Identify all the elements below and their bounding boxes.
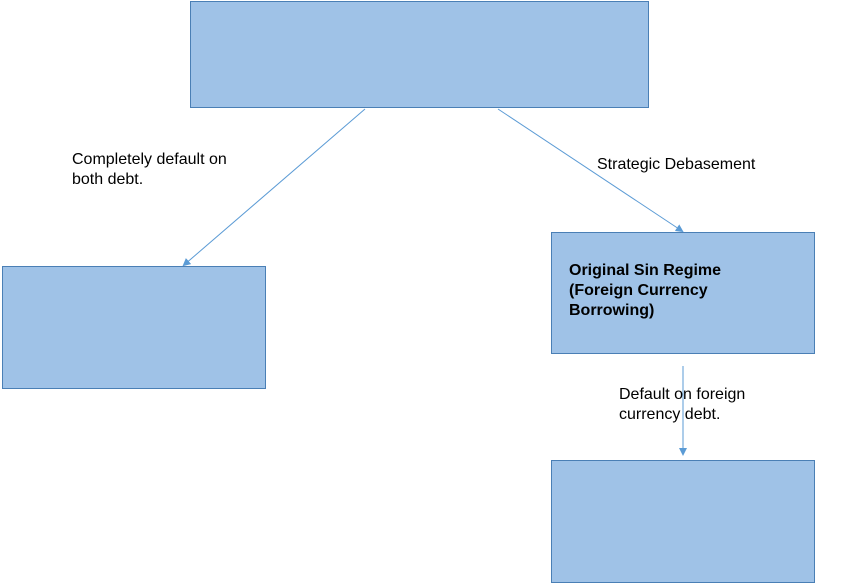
node-left: [2, 266, 266, 389]
edge-label-default-foreign-debt: Default on foreign currency debt.: [619, 386, 746, 423]
edge-label-strategic-debasement: Strategic Debasement: [597, 156, 756, 173]
arrow-top-to-left: [182, 108, 366, 267]
node-original-sin-regime: Original Sin Regime (Foreign Currency Bo…: [551, 232, 815, 354]
arrow-top-to-right: [497, 108, 684, 233]
node-original-sin-regime-label: Original Sin Regime (Foreign Currency Bo…: [569, 262, 722, 319]
node-bottom: [551, 460, 815, 583]
edge-label-complete-default: Completely default on both debt.: [72, 151, 227, 188]
node-top: [190, 1, 649, 108]
